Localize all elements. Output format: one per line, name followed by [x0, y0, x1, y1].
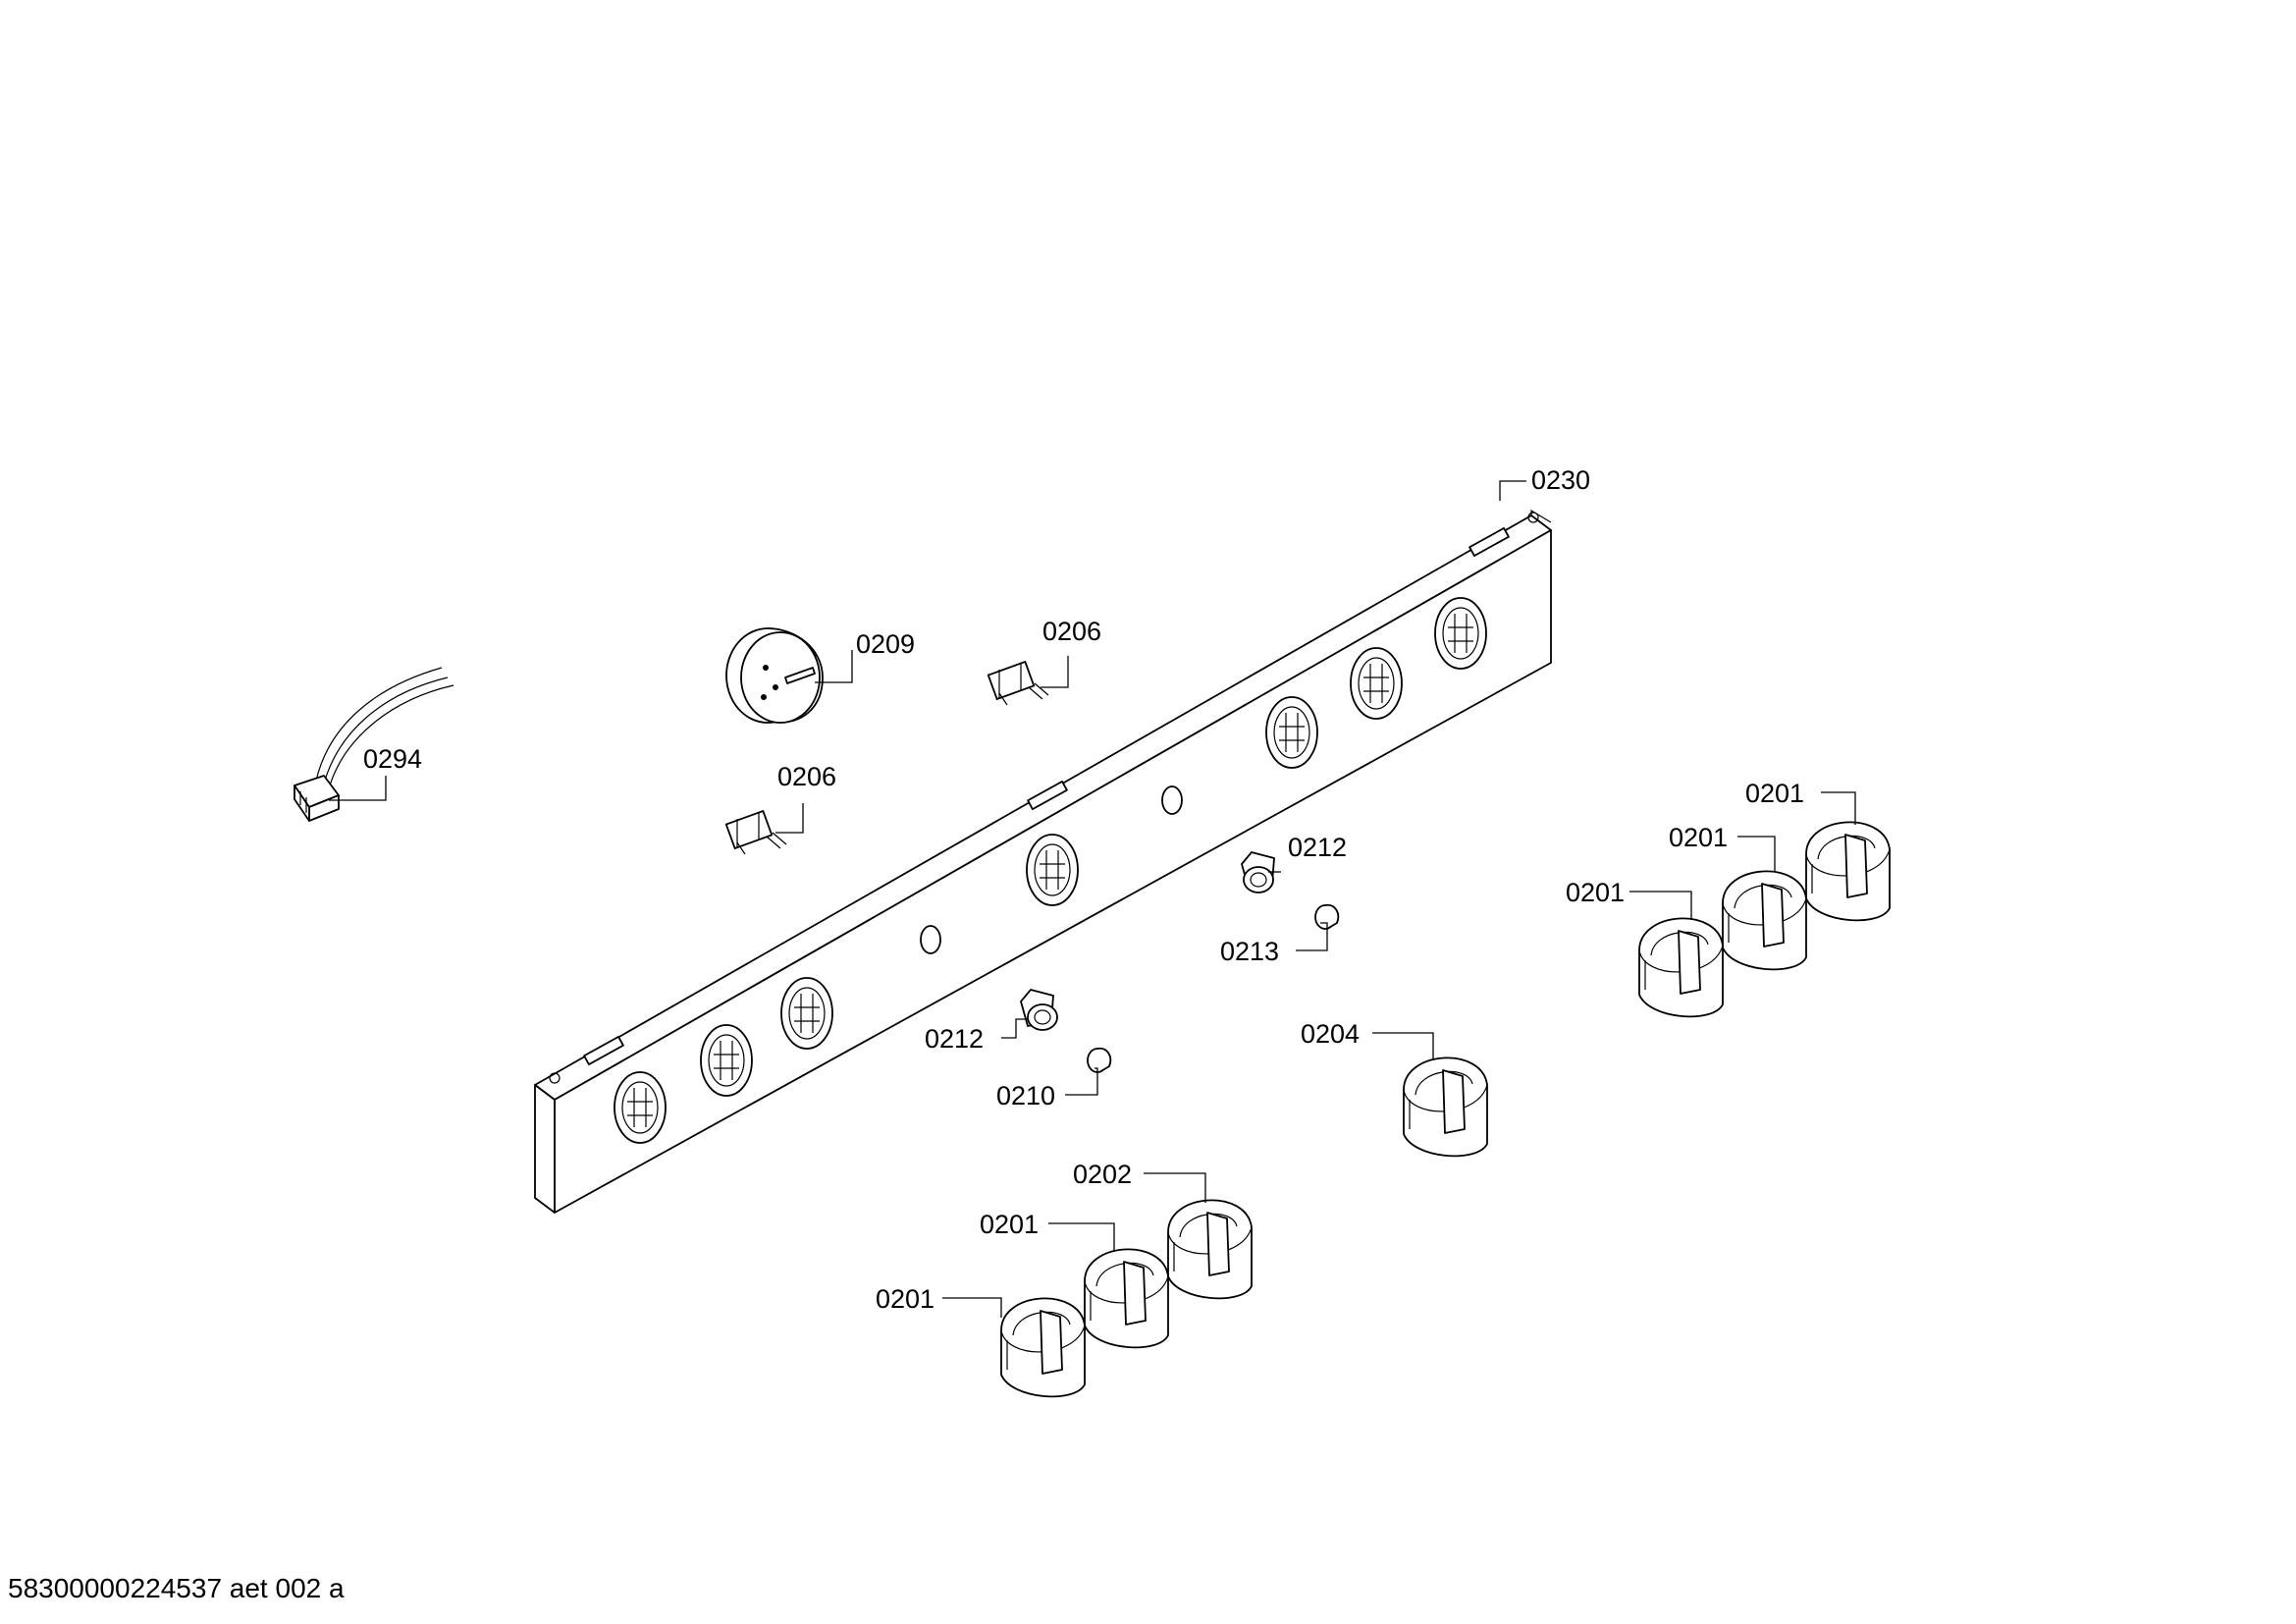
label-0230: 0230 — [1531, 465, 1590, 495]
label-0209: 0209 — [856, 629, 915, 659]
label-0213: 0213 — [1220, 937, 1279, 966]
knob-part-0204 — [1403, 1056, 1488, 1158]
knob-part-0202 — [1167, 1199, 1253, 1300]
lamp-holder-part-left — [1020, 989, 1058, 1031]
switch-part-top — [987, 661, 1049, 706]
control-panel-fascia — [534, 509, 1552, 1214]
label-0201-a: 0201 — [876, 1284, 934, 1314]
label-0206-top: 0206 — [1042, 617, 1101, 646]
knob-part-0201-e — [1805, 821, 1891, 922]
cable-harness-part — [294, 667, 454, 822]
switch-part-bottom — [724, 810, 787, 855]
label-0294: 0294 — [363, 744, 422, 774]
knob-part-0201-d — [1722, 870, 1807, 971]
knob-part-0201-b — [1084, 1248, 1169, 1349]
document-id: 58300000224537 aet 002 a — [8, 1573, 345, 1603]
label-0204: 0204 — [1301, 1019, 1360, 1049]
label-0201-c: 0201 — [1566, 878, 1625, 907]
label-0212-left: 0212 — [925, 1024, 984, 1054]
label-0201-e: 0201 — [1745, 779, 1804, 808]
timer-part — [725, 627, 824, 724]
cap-part-0210 — [1087, 1047, 1112, 1073]
label-0202: 0202 — [1073, 1160, 1132, 1189]
knob-part-0201-c — [1638, 917, 1724, 1018]
knob-part-0201-a — [1000, 1297, 1086, 1398]
label-0212-right: 0212 — [1288, 833, 1347, 862]
lamp-holder-part-right — [1241, 851, 1275, 893]
label-0210: 0210 — [996, 1081, 1055, 1110]
label-0206-bottom: 0206 — [777, 762, 836, 791]
leader-lines — [329, 480, 1856, 1318]
label-0201-d: 0201 — [1669, 823, 1728, 852]
label-0201-b: 0201 — [980, 1210, 1039, 1239]
